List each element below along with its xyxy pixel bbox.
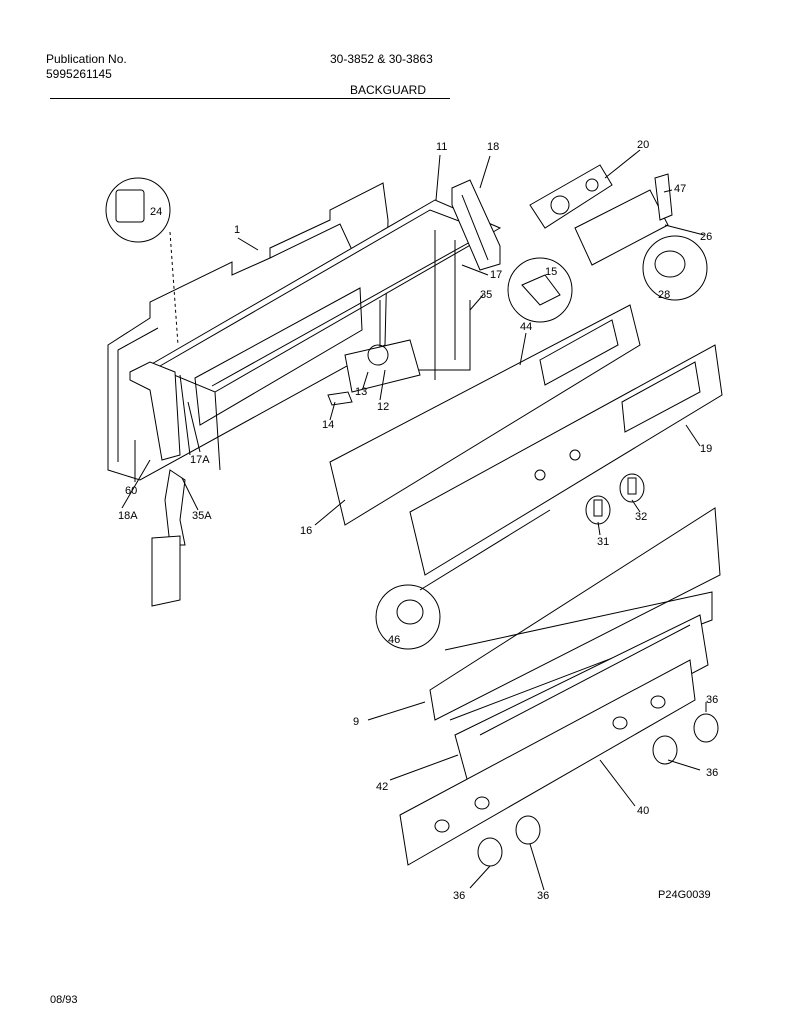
callout-15: 15	[545, 266, 557, 278]
terminal-clip-part	[327, 391, 353, 406]
callout-42: 42	[376, 781, 388, 793]
callout-28: 28	[658, 289, 670, 301]
callout-14: 14	[322, 419, 334, 431]
burner-knob-36-part	[477, 837, 503, 867]
callout-13: 13	[355, 386, 367, 398]
lower-trim-part	[429, 507, 721, 721]
callout-60: 60	[125, 485, 137, 497]
burner-knob-36-part	[652, 735, 678, 765]
burner-knob-36-part	[515, 815, 541, 845]
callout-18: 18	[487, 141, 499, 153]
detail-circle-46	[375, 584, 441, 650]
model-numbers: 30-3852 & 30-3863	[330, 52, 433, 66]
detail-circle-24	[105, 177, 171, 243]
callout-18a: 18A	[118, 510, 138, 522]
callout-19: 19	[700, 443, 712, 455]
small-bracket-part	[654, 173, 673, 221]
knob-32-part	[619, 473, 645, 503]
side-bracket-right-part	[451, 179, 501, 271]
callout-44: 44	[520, 321, 532, 333]
knob-31-part	[585, 495, 611, 525]
bracket-detail-line	[461, 194, 489, 261]
callout-16: 16	[300, 525, 312, 537]
section-title: BACKGUARD	[350, 83, 427, 97]
callout-32: 32	[635, 511, 647, 523]
callout-35a: 35A	[192, 510, 212, 522]
header-rule	[50, 98, 450, 99]
publication-label: Publication No.	[46, 52, 127, 66]
callout-46: 46	[388, 634, 400, 646]
diagram-code: P24G0039	[658, 889, 711, 901]
callout-26: 26	[700, 231, 712, 243]
knob-bar-part	[399, 659, 696, 866]
knob-hole	[434, 819, 450, 833]
callout-36-bottom: 36	[537, 890, 549, 902]
vent-slots	[479, 624, 691, 736]
timer-plate-part	[574, 189, 669, 266]
burner-knob-36-part	[693, 713, 719, 743]
callout-12: 12	[377, 401, 389, 413]
callout-20: 20	[637, 139, 649, 151]
callout-24: 24	[150, 206, 162, 218]
knob-hole	[612, 716, 628, 730]
control-overlay-part	[409, 344, 723, 576]
knob-hole	[650, 695, 666, 709]
leader-lines	[121, 149, 707, 891]
overlay-window-opening	[621, 361, 701, 433]
panel-window-opening	[539, 319, 619, 386]
overlay-hole	[569, 449, 581, 461]
callout-17a: 17A	[190, 454, 210, 466]
callout-36-bottom-left: 36	[453, 890, 465, 902]
callout-47: 47	[674, 183, 686, 195]
timer-clock-part	[529, 164, 613, 229]
callout-36-right-top: 36	[706, 694, 718, 706]
vented-panel-part	[454, 614, 709, 791]
switch-block-part	[344, 339, 421, 393]
callout-40: 40	[637, 805, 649, 817]
callout-1: 1	[234, 224, 240, 236]
detail-circle-15	[507, 257, 573, 323]
trim-flange	[444, 591, 713, 721]
overlay-hole	[534, 469, 546, 481]
lower-strap-part	[151, 535, 181, 607]
callout-31: 31	[597, 536, 609, 548]
side-bracket-left-part	[129, 361, 181, 461]
callout-17: 17	[490, 269, 502, 281]
callout-35: 35	[480, 289, 492, 301]
publication-number: 5995261145	[46, 67, 112, 81]
timer-dial	[550, 195, 570, 215]
callout-9: 9	[353, 716, 359, 728]
knob-hole	[474, 796, 490, 810]
callout-36-right: 36	[706, 767, 718, 779]
support-strap-part	[164, 469, 186, 546]
callout-11: 11	[436, 141, 447, 153]
switch-coil-part	[367, 344, 389, 366]
publication-date: 08/93	[50, 994, 78, 1006]
timer-dial	[585, 178, 599, 192]
detail-circle-28	[642, 235, 708, 301]
